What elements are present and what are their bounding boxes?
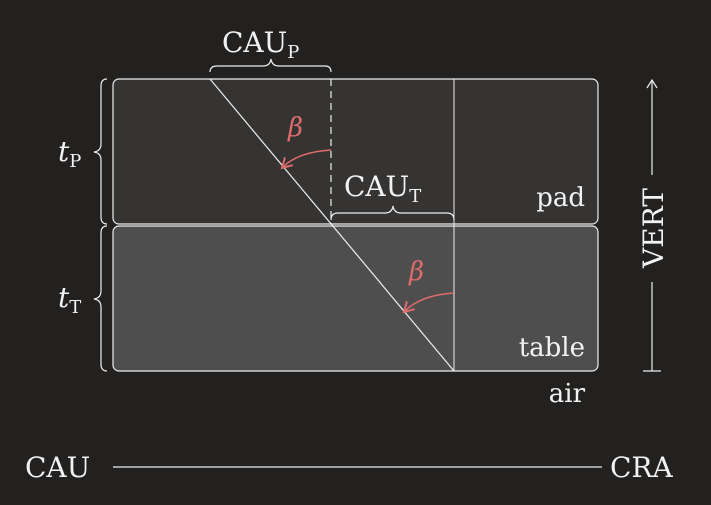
table-layer (112, 225, 599, 372)
diagonal-ray (209, 78, 455, 372)
label-cau: CAU (25, 451, 90, 484)
label-air: air (549, 379, 586, 409)
label-pad: pad (536, 183, 585, 213)
label-table: table (519, 333, 585, 363)
brace-t-p (93, 78, 108, 225)
label-cra: CRA (610, 451, 674, 484)
label-t-p: tP (58, 135, 81, 172)
beta-arc-top (283, 149, 332, 167)
vert-arrowhead (646, 78, 658, 89)
brace-cau-p (209, 58, 332, 73)
label-vert: VERT (637, 188, 670, 269)
pad-layer (112, 78, 599, 225)
brace-cau-t (330, 205, 455, 221)
label-beta-top: β (287, 113, 303, 143)
label-beta-bottom: β (408, 257, 424, 287)
label-cau-t: CAUT (344, 170, 421, 207)
beta-arc-bottom (405, 292, 455, 311)
brace-t-t (93, 225, 108, 372)
label-t-t: tT (58, 281, 81, 318)
label-cau-p: CAUP (222, 26, 299, 63)
